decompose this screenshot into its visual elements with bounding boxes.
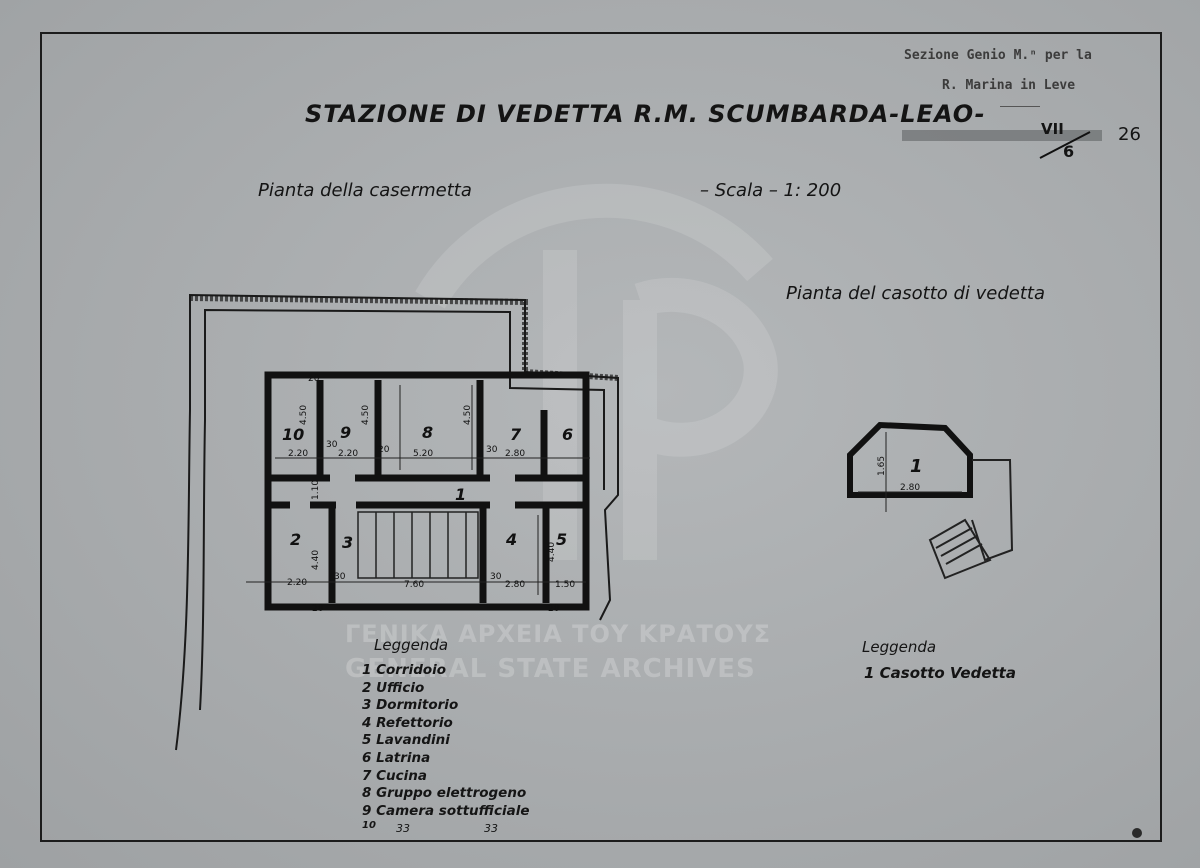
dim-4-50-room9: 4.50	[361, 405, 371, 425]
legend-footer-mark-1: 33	[396, 822, 410, 835]
dim-20-d: 20	[548, 604, 560, 614]
room-label-4: 4	[505, 530, 517, 549]
legend-footer-mark-2: 33	[484, 822, 498, 835]
watermark-greek: ΓΕΝΙΚΑ ΑΡΧΕΙΑ ΤΟΥ ΚΡΑΤΟΥΣ	[345, 620, 771, 648]
legend-item: 5 Lavandini	[362, 732, 450, 749]
legend-item: 3 Dormitorio	[362, 697, 459, 714]
redacted-stamp-line	[902, 130, 1102, 141]
legend-item: 6 Latrina	[362, 749, 431, 766]
stamp-line-1: Sezione Genio M.ⁿ per la	[904, 48, 1092, 63]
room-label-6: 6	[562, 425, 573, 444]
legend-item: 2 Ufficio	[362, 679, 425, 696]
legend-item: 10	[362, 820, 376, 832]
room-label-2: 2	[290, 530, 301, 549]
dimension-figures: 4.50 4.50 4.50 2.20 2.20 5.20 2.80 30 30…	[287, 374, 575, 614]
subtitle-lookout-hut-plan: Pianta del casotto di vedetta	[786, 283, 1046, 304]
dimension-lines	[246, 385, 590, 595]
room-label-3: 3	[342, 533, 353, 552]
dim-2-80-room4: 2.80	[505, 580, 525, 590]
legend-right-heading: Leggenda	[862, 638, 937, 656]
legend-item: 9 Camera sottufficiale	[362, 802, 530, 819]
dim-2-20-room2: 2.20	[287, 578, 307, 588]
building-walls	[264, 371, 590, 611]
room-label-8: 8	[422, 423, 433, 442]
room-label-9: 9	[340, 423, 351, 442]
dim-30-b: 30	[486, 445, 498, 455]
stair-hatching	[357, 511, 479, 579]
dim-30-c: 30	[334, 572, 346, 582]
legend-left-heading: Leggenda	[374, 636, 449, 654]
ink-spot	[1132, 828, 1142, 838]
dim-4-50-room10: 4.50	[299, 405, 309, 425]
dim-30-d: 30	[490, 572, 502, 582]
watermark-english: GENERAL STATE ARCHIVES	[345, 654, 756, 684]
dim-5-20: 5.20	[413, 449, 433, 459]
folio-sheet-number: 26	[1118, 124, 1141, 145]
folio-number-bottom: 6	[1063, 142, 1075, 161]
dim-4-50-room8: 4.50	[463, 405, 473, 425]
dim-1-50: 1.50	[555, 580, 575, 590]
dim-4-40-room2: 4.40	[311, 550, 321, 570]
folio-number-top: VII	[1041, 120, 1064, 138]
room-label-7: 7	[510, 425, 522, 444]
legend-left-list: 1 Corridoio 2 Ufficio 3 Dormitorio 4 Ref…	[362, 662, 530, 832]
dim-20-a: 20	[378, 445, 390, 455]
legend-item: 1 Corridoio	[362, 662, 447, 678]
room-label-5: 5	[556, 530, 567, 549]
room-numbers: 1 2 3 4 5 6 7 8 9 10	[282, 423, 573, 552]
legend-item: 8 Gruppo elettrogeno	[362, 785, 527, 802]
hut-room-label: 1	[910, 456, 923, 477]
dim-20-c: 20	[312, 604, 324, 614]
dim-20-b: 20	[308, 374, 320, 384]
drawing-border	[40, 32, 1162, 842]
subtitle-barracks-plan: Pianta della casermetta	[258, 180, 472, 201]
dim-7-60: 7.60	[404, 580, 424, 590]
legend-item: 7 Cucina	[362, 767, 427, 784]
dim-2-20-room9: 2.20	[338, 449, 358, 459]
legend-item: 4 Refettorio	[362, 714, 453, 731]
dim-2-80-room7: 2.80	[505, 449, 525, 459]
hut-height-dim: 1.65	[877, 456, 887, 476]
stamp-underline	[1000, 106, 1040, 107]
dim-1-10: 1.10	[311, 480, 321, 500]
dim-30-a: 30	[326, 440, 338, 450]
dim-2-20-room10: 2.20	[288, 449, 308, 459]
scale-label: – Scala – 1: 200	[700, 180, 842, 201]
stamp-line-2: R. Marina in Leve	[942, 78, 1076, 93]
legend-right-item: 1 Casotto Vedetta	[864, 664, 1016, 682]
room-label-10: 10	[282, 425, 304, 444]
room-label-1: 1	[455, 485, 466, 504]
dim-4-40-room4: 4.40	[547, 542, 557, 562]
drawing-title: STAZIONE DI VEDETTA R.M. SCUMBARDA-LEAO-	[305, 100, 986, 128]
hut-width-dim: 2.80	[900, 483, 920, 493]
folio-fraction-line	[1039, 131, 1091, 159]
